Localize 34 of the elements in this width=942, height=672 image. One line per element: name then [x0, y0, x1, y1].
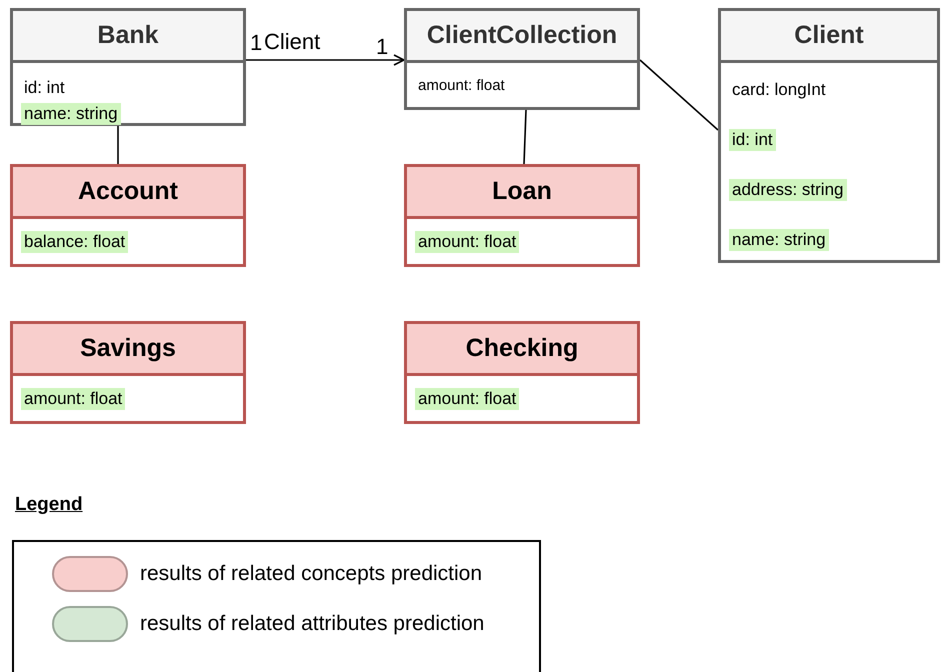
class-name: Checking [407, 324, 637, 376]
attribute-text: name: string [729, 229, 829, 251]
class-name: ClientCollection [407, 11, 637, 63]
legend-text: results of related attributes prediction [140, 612, 484, 636]
legend-title: Legend [15, 494, 83, 516]
attribute-text: amount: float [415, 388, 520, 410]
association-line [117, 126, 119, 164]
class-box [404, 321, 640, 424]
arrow [246, 54, 405, 66]
association-line [523, 110, 527, 164]
attribute-text: card: longInt [731, 79, 827, 101]
class-box [718, 8, 940, 263]
class-box [404, 8, 640, 110]
class-name: Bank [13, 11, 243, 63]
class-box [404, 164, 640, 267]
attribute-text: name: string [21, 103, 121, 125]
class-box [10, 8, 246, 126]
class-box [10, 321, 246, 424]
legend-text: results of related concepts prediction [140, 562, 482, 586]
attribute-text: id: int [729, 129, 776, 151]
attribute-text: amount: float [21, 388, 126, 410]
class-name: Client [721, 11, 937, 63]
class-name: Loan [407, 167, 637, 219]
class-box [10, 164, 246, 267]
class-name: Account [13, 167, 243, 219]
association-line [639, 59, 719, 131]
multiplicity-label: 1 [250, 30, 262, 56]
class-name: Savings [13, 324, 243, 376]
attribute-text: balance: float [21, 231, 128, 253]
attribute-text: address: string [729, 179, 846, 201]
attribute-text: amount: float [417, 76, 506, 94]
multiplicity-label: 1 [376, 34, 388, 60]
attribute-text: amount: float [415, 231, 520, 253]
attribute-text: id: int [23, 77, 66, 99]
